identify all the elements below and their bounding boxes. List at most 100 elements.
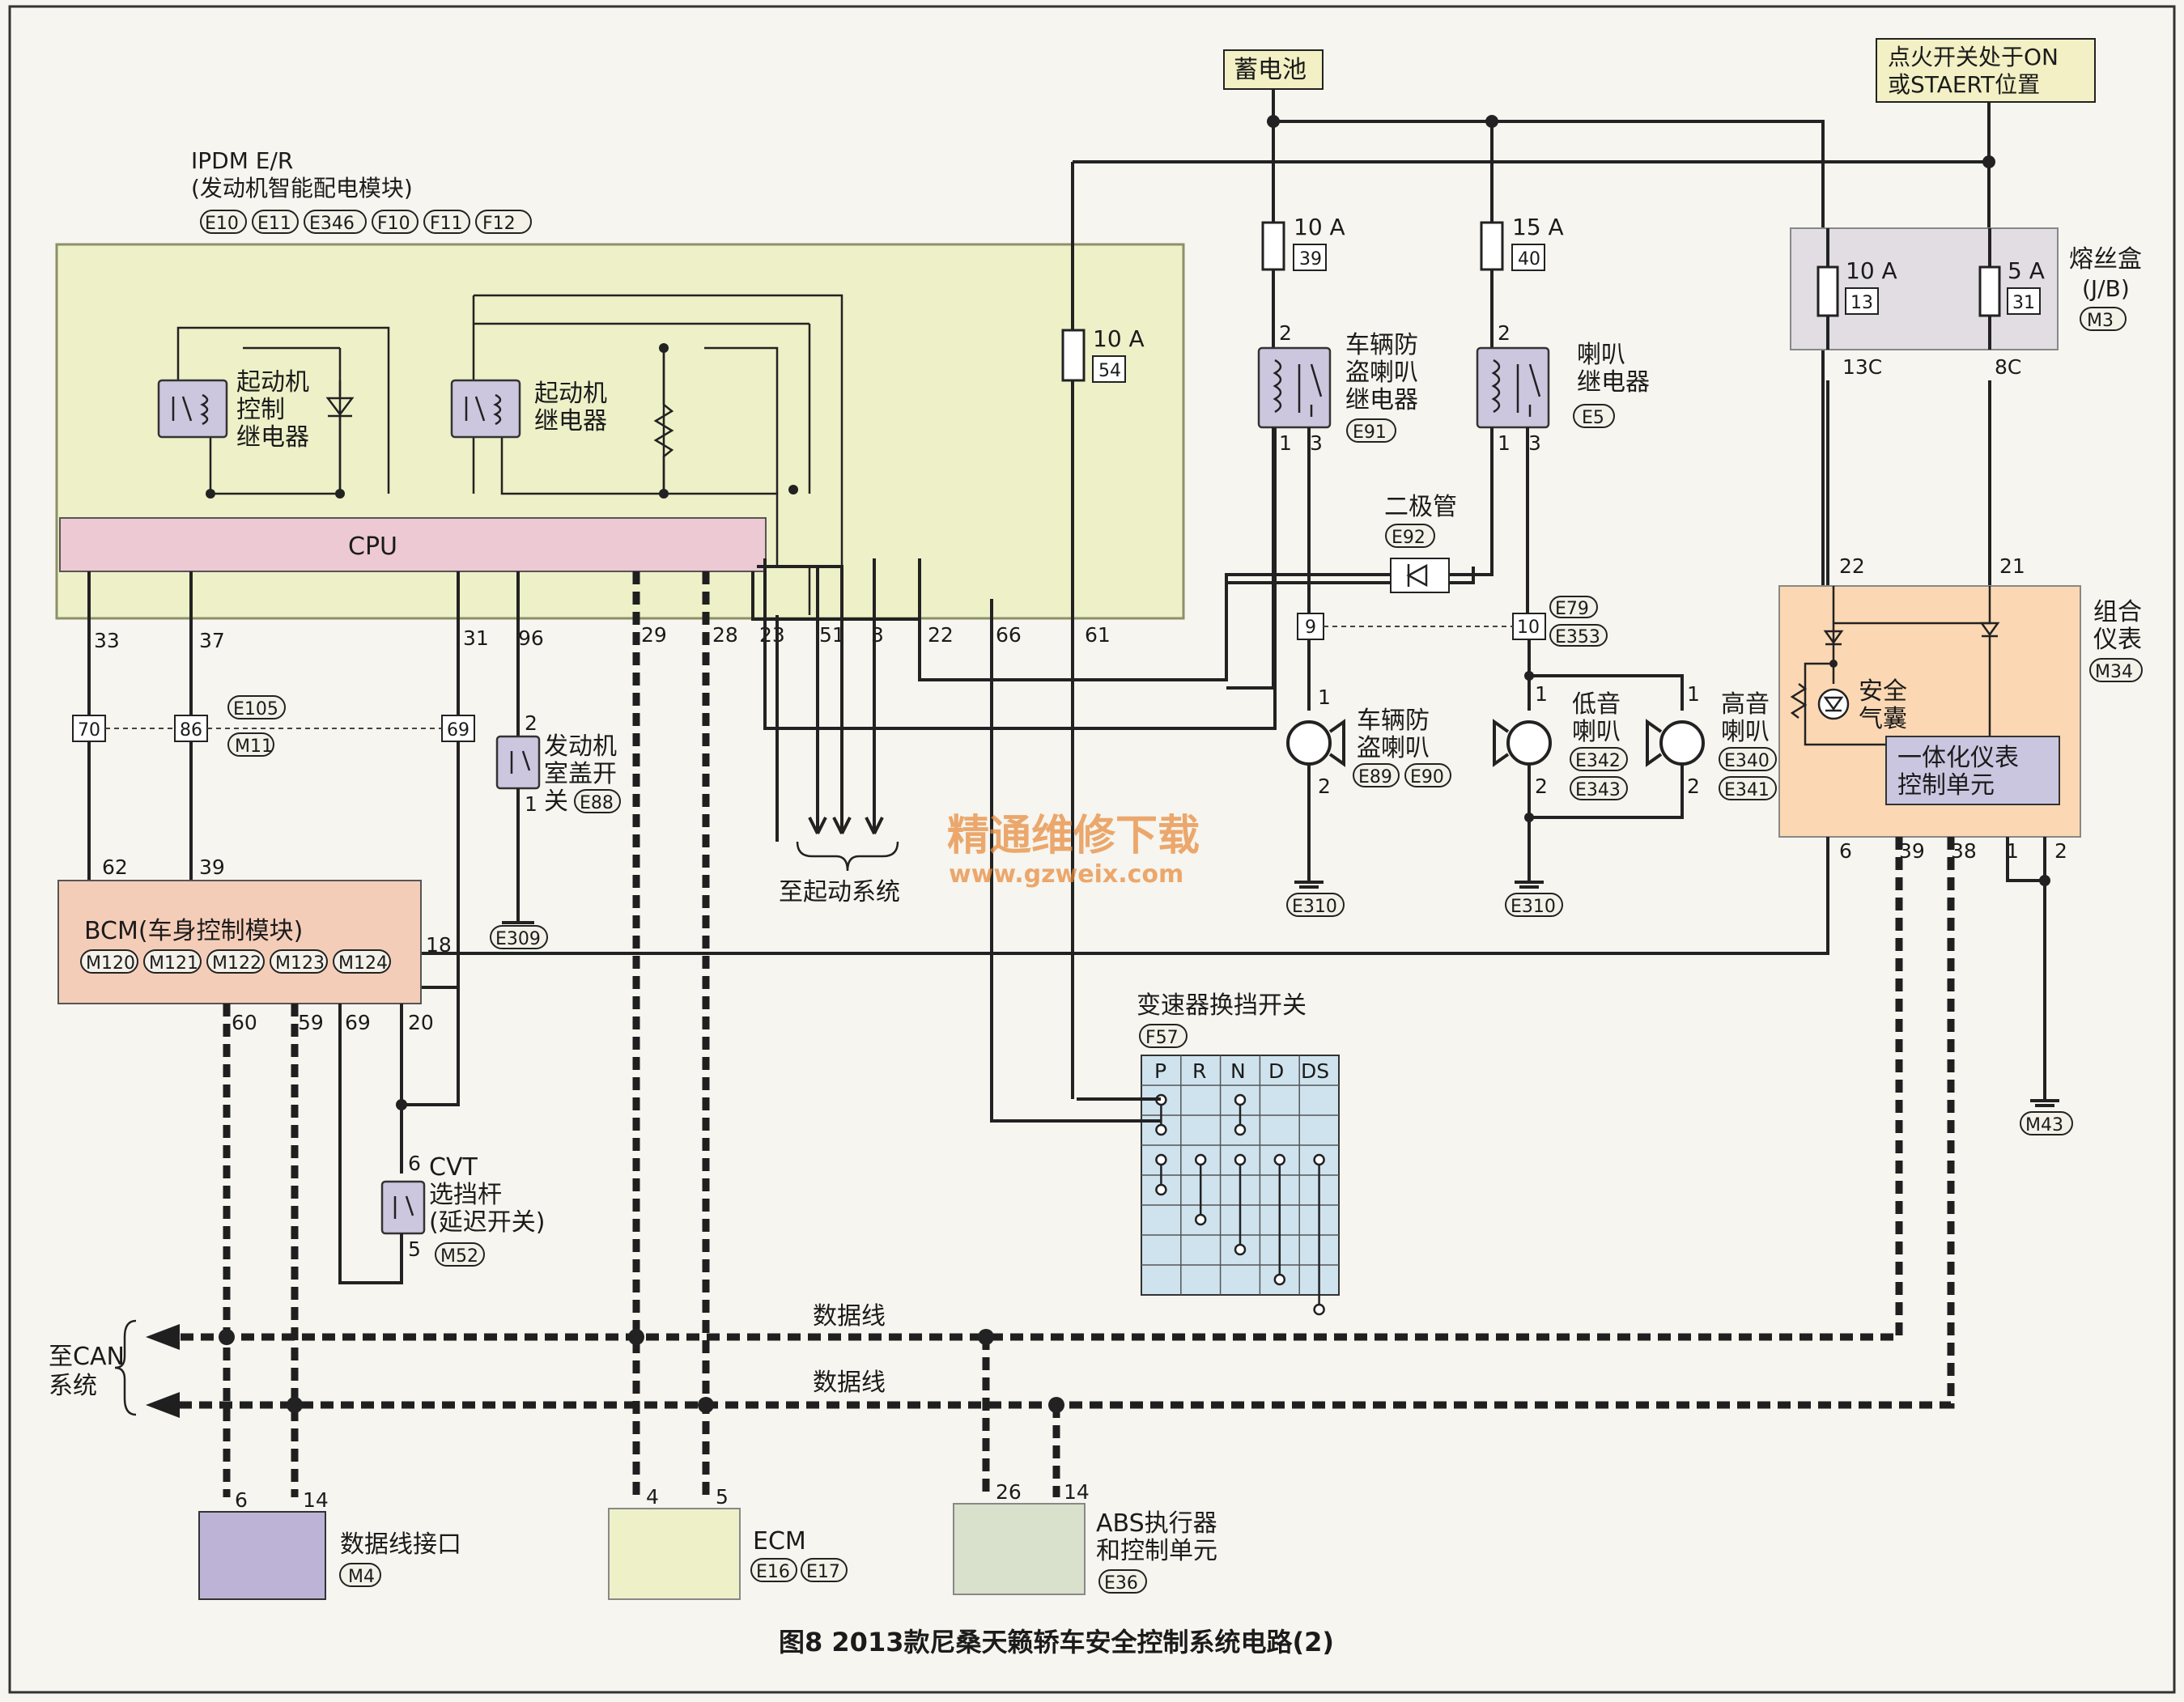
svg-text:10 A: 10 A bbox=[1294, 214, 1345, 240]
svg-text:15 A: 15 A bbox=[1512, 214, 1564, 240]
starter-relay-label-2: 继电器 bbox=[534, 407, 607, 435]
svg-text:22: 22 bbox=[1839, 554, 1865, 578]
figure-caption: 图8 2013款尼桑天籁轿车安全控制系统电路(2) bbox=[779, 1627, 1334, 1657]
svg-text:2: 2 bbox=[1318, 775, 1331, 798]
svg-text:M124: M124 bbox=[338, 953, 388, 974]
svg-text:继电器: 继电器 bbox=[1345, 386, 1418, 414]
to-can-label-1: 至CAN bbox=[49, 1343, 125, 1371]
shift-contact-point bbox=[1155, 1153, 1167, 1166]
shift-contact-point bbox=[1313, 1303, 1325, 1316]
svg-text:E353: E353 bbox=[1555, 627, 1600, 647]
svg-text:(J/B): (J/B) bbox=[2082, 275, 2130, 302]
shift-contact-point bbox=[1273, 1273, 1286, 1286]
shift-contact-point bbox=[1234, 1153, 1247, 1166]
svg-text:ABS执行器: ABS执行器 bbox=[1096, 1509, 1217, 1538]
ipdm-connectors: E10 E11 E346 F10 F11 F12 bbox=[200, 210, 532, 234]
ipdm-desc: (发动机智能配电模块) bbox=[191, 175, 413, 202]
can-brace-icon bbox=[114, 1319, 137, 1416]
svg-text:高音: 高音 bbox=[1721, 690, 1770, 719]
svg-text:69: 69 bbox=[447, 720, 470, 741]
starter-relay-label-1: 起动机 bbox=[534, 380, 607, 408]
starter-control-relay-label-1: 起动机 bbox=[236, 368, 309, 397]
svg-text:38: 38 bbox=[1951, 839, 1977, 863]
svg-text:发动机: 发动机 bbox=[544, 732, 617, 761]
starter-control-relay-label-2: 控制 bbox=[236, 396, 285, 424]
svg-text:继电器: 继电器 bbox=[1577, 368, 1650, 397]
svg-text:20: 20 bbox=[408, 1011, 434, 1034]
svg-text:E36: E36 bbox=[1104, 1573, 1138, 1594]
svg-text:1: 1 bbox=[1498, 431, 1511, 455]
ignition-label-1: 点火开关处于ON bbox=[1888, 44, 2059, 70]
svg-text:86: 86 bbox=[180, 720, 202, 741]
svg-text:盗喇叭: 盗喇叭 bbox=[1357, 734, 1430, 762]
shift-contact-point bbox=[1313, 1153, 1325, 1166]
can-arrow-icon-1 bbox=[146, 1324, 180, 1350]
svg-text:关: 关 bbox=[544, 787, 568, 816]
svg-text:23: 23 bbox=[759, 623, 785, 647]
shift-contact-point bbox=[1234, 1123, 1247, 1136]
conn-f11: F11 bbox=[430, 214, 463, 234]
svg-text:E342: E342 bbox=[1575, 751, 1621, 771]
svg-text:喇叭: 喇叭 bbox=[1572, 718, 1621, 746]
fuse-54-number: 54 bbox=[1098, 361, 1121, 381]
starter-relay: 起动机 继电器 bbox=[450, 379, 607, 439]
ground-e310-b: E310 bbox=[1511, 897, 1556, 917]
ignition-box bbox=[1876, 38, 2096, 103]
svg-text:M120: M120 bbox=[86, 953, 135, 974]
svg-text:6: 6 bbox=[235, 1488, 248, 1512]
svg-text:E90: E90 bbox=[1410, 767, 1444, 787]
svg-text:60: 60 bbox=[232, 1011, 257, 1034]
svg-text:5 A: 5 A bbox=[2008, 257, 2045, 284]
data-link-connector: 6 14 数据线接口 M4 bbox=[198, 1488, 461, 1600]
svg-text:选挡杆: 选挡杆 bbox=[429, 1181, 502, 1209]
conn-e346: E346 bbox=[309, 214, 355, 234]
inline-pin-69 bbox=[441, 715, 475, 742]
svg-text:M3: M3 bbox=[2087, 311, 2114, 331]
svg-text:66: 66 bbox=[996, 623, 1022, 647]
shift-contact-point bbox=[1234, 1243, 1247, 1256]
svg-text:10: 10 bbox=[1517, 618, 1540, 638]
svg-text:数据线接口: 数据线接口 bbox=[340, 1530, 461, 1559]
svg-text:E340: E340 bbox=[1724, 751, 1770, 771]
cpu-label: CPU bbox=[348, 533, 397, 561]
svg-text:1: 1 bbox=[525, 792, 538, 816]
ecm: 4 5 ECM E16 E17 bbox=[608, 1485, 848, 1600]
svg-text:1: 1 bbox=[1535, 682, 1548, 706]
svg-text:28: 28 bbox=[712, 623, 738, 647]
svg-text:一体化仪表: 一体化仪表 bbox=[1897, 744, 2019, 772]
svg-text:气囊: 气囊 bbox=[1859, 705, 1907, 733]
svg-text:26: 26 bbox=[996, 1480, 1022, 1504]
svg-text:31: 31 bbox=[2012, 293, 2035, 313]
svg-text:39: 39 bbox=[1899, 839, 1925, 863]
high-horn: 1 2 高音 喇叭 E340 E341 bbox=[1646, 682, 1777, 800]
svg-text:2: 2 bbox=[1687, 775, 1700, 798]
svg-text:变速器换挡开关: 变速器换挡开关 bbox=[1137, 991, 1307, 1020]
ipdm-pins: 33 37 31 96 29 28 23 51 3 22 66 61 bbox=[94, 623, 1111, 652]
internal-diode-icon bbox=[243, 346, 355, 494]
svg-text:D: D bbox=[1268, 1059, 1284, 1083]
svg-text:安全: 安全 bbox=[1859, 677, 1907, 706]
svg-text:DS: DS bbox=[1301, 1059, 1329, 1083]
svg-text:仪表: 仪表 bbox=[2093, 626, 2142, 654]
ground-e310-a: E310 bbox=[1292, 897, 1337, 917]
shift-contact-point bbox=[1194, 1153, 1207, 1166]
svg-text:CVT: CVT bbox=[429, 1153, 478, 1182]
fuse-54-rating: 10 A bbox=[1093, 325, 1145, 352]
svg-text:69: 69 bbox=[345, 1011, 371, 1034]
theft-horn: 1 2 车辆防 盗喇叭 E89 E90 bbox=[1286, 639, 1451, 882]
fuse-54: 10 A 54 bbox=[1061, 162, 1145, 1099]
data-line-label-1: 数据线 bbox=[813, 1302, 886, 1331]
svg-text:1: 1 bbox=[1279, 431, 1292, 455]
svg-text:M11: M11 bbox=[235, 736, 273, 757]
svg-text:39: 39 bbox=[1299, 249, 1322, 270]
svg-text:2: 2 bbox=[1498, 321, 1511, 345]
svg-text:9: 9 bbox=[1305, 618, 1316, 638]
svg-text:39: 39 bbox=[199, 855, 225, 879]
svg-text:E341: E341 bbox=[1724, 780, 1770, 800]
conn-f12: F12 bbox=[482, 214, 516, 234]
battery-label: 蓄电池 bbox=[1234, 56, 1307, 84]
svg-text:E343: E343 bbox=[1575, 780, 1621, 800]
svg-text:E88: E88 bbox=[580, 793, 614, 813]
svg-text:BCM(车身控制模块): BCM(车身控制模块) bbox=[84, 917, 303, 945]
conn-e10: E10 bbox=[205, 214, 239, 234]
